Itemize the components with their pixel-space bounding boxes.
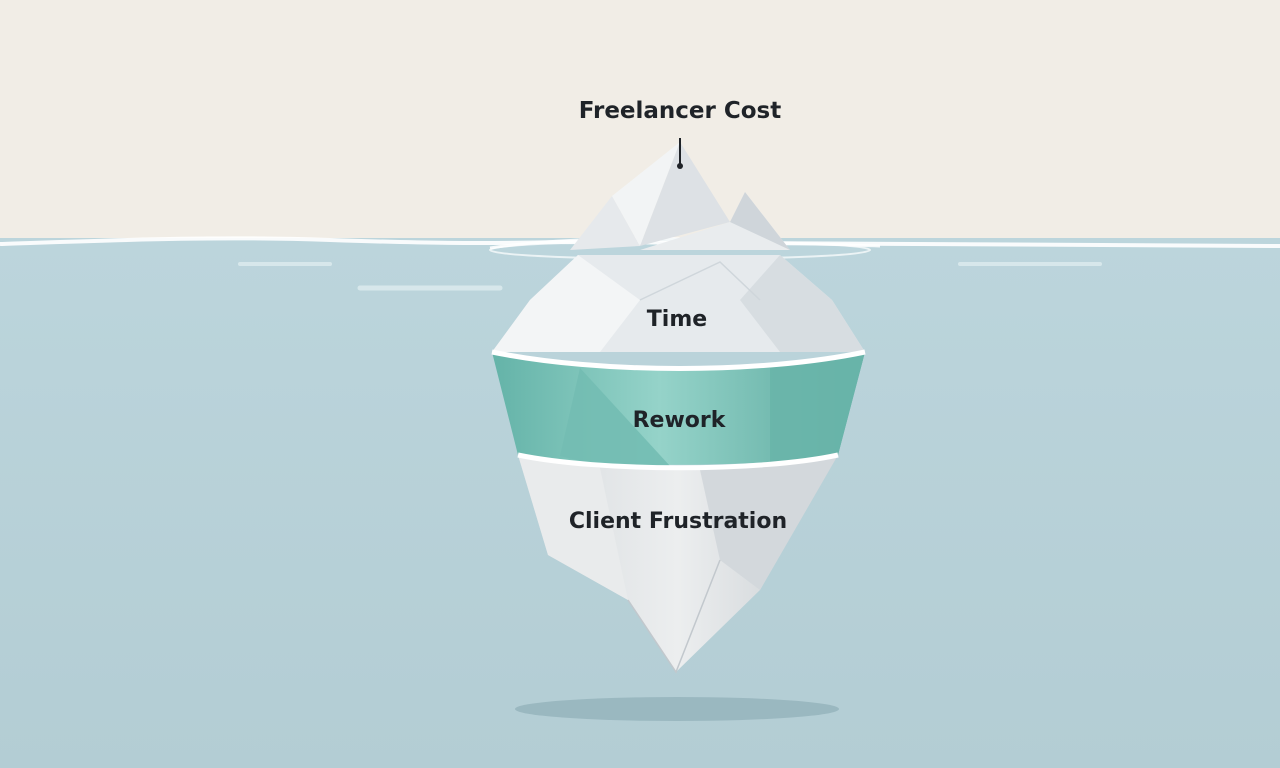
- label-leader-dot: [677, 163, 683, 169]
- iceberg-shadow: [515, 697, 839, 721]
- layer-label-rework: Rework: [633, 408, 727, 433]
- layer-label-client-frustration: Client Frustration: [569, 509, 787, 534]
- iceberg-layer-time: [492, 255, 865, 352]
- top-label: Freelancer Cost: [579, 98, 782, 124]
- iceberg-layer-client-frustration: [517, 452, 839, 674]
- water-surface-line: [0, 236, 1280, 248]
- iceberg-layer-rework: [491, 349, 866, 466]
- iceberg-tip: [570, 142, 790, 250]
- layer-label-time: Time: [647, 307, 707, 332]
